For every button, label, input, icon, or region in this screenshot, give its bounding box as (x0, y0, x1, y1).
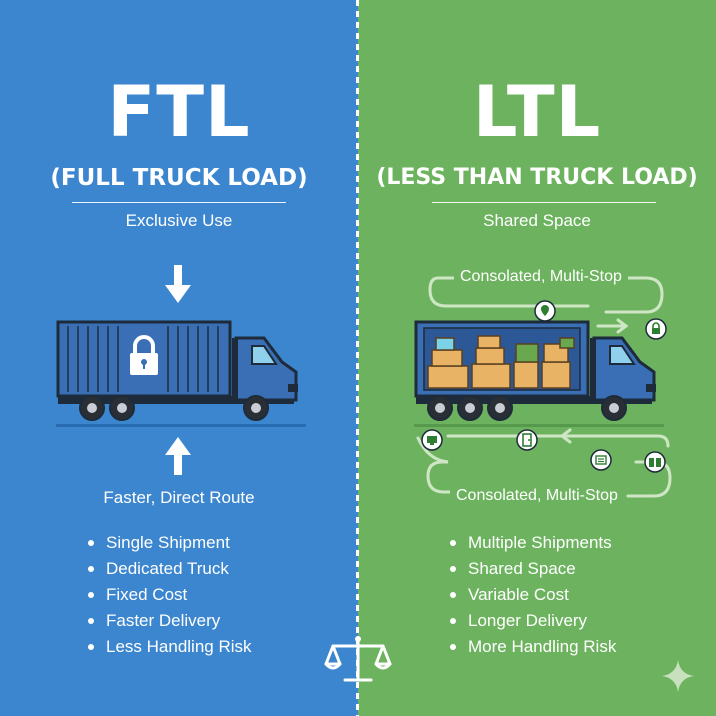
list-item: More Handling Risk (446, 634, 616, 660)
ltl-title: LTL (472, 71, 602, 153)
sparkle-icon (662, 660, 694, 692)
ftl-subtitle: (FULL TRUCK LOAD) (50, 165, 308, 191)
ltl-route-bottom-label: Consolated, Multi-Stop (450, 487, 624, 505)
list-item: Single Shipment (84, 530, 252, 556)
ftl-truck (56, 320, 306, 427)
ftl-tagline: Exclusive Use (125, 211, 233, 230)
ltl-subtitle: (LESS THAN TRUCK LOAD) (376, 165, 698, 190)
list-item: Multiple Shipments (446, 530, 616, 556)
ltl-route-top-label: Consolated, Multi-Stop (454, 268, 628, 286)
monitor-icon (421, 429, 443, 451)
map-pin-icon (534, 300, 556, 322)
list-item: Faster Delivery (84, 608, 252, 634)
ftl-feature-list: Single Shipment Dedicated Truck Fixed Co… (84, 530, 252, 660)
list-item: Fixed Cost (84, 582, 252, 608)
lock-icon (645, 318, 667, 340)
balance-scale-icon (324, 636, 392, 682)
arrow-down-icon (165, 265, 191, 303)
center-divider (356, 0, 359, 716)
list-item: Shared Space (446, 556, 616, 582)
ltl-truck (414, 320, 664, 427)
arrow-up-icon (165, 437, 191, 475)
ftl-panel: FTL (FULL TRUCK LOAD) Exclusive Use (0, 0, 358, 716)
ltl-title-rule (432, 202, 656, 203)
ftl-title-rule (72, 202, 286, 203)
ltl-panel: LTL (LESS THAN TRUCK LOAD) Shared Space … (358, 0, 716, 716)
padlock-icon (130, 335, 158, 375)
ltl-tagline: Shared Space (483, 211, 591, 230)
receipt-icon (590, 449, 612, 471)
ftl-title: FTL (107, 71, 251, 153)
list-item: Longer Delivery (446, 608, 616, 634)
door-icon (516, 429, 538, 451)
list-item: Variable Cost (446, 582, 616, 608)
ftl-route-label: Faster, Direct Route (103, 488, 255, 507)
list-item: Dedicated Truck (84, 556, 252, 582)
list-item: Less Handling Risk (84, 634, 252, 660)
ltl-feature-list: Multiple Shipments Shared Space Variable… (446, 530, 616, 660)
book-icon (644, 451, 666, 473)
